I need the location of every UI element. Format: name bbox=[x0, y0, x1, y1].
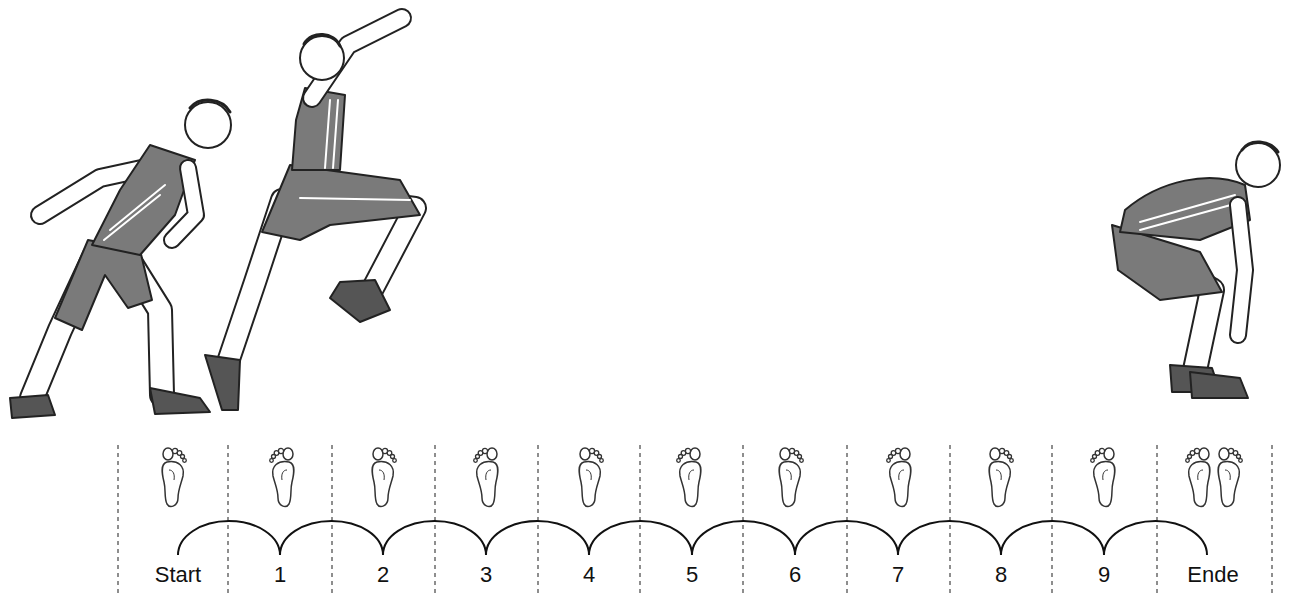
footprint-group bbox=[1186, 448, 1210, 506]
jump-arc bbox=[795, 521, 898, 555]
footprint-group bbox=[677, 448, 701, 506]
shoe bbox=[205, 355, 240, 410]
hair bbox=[304, 34, 340, 46]
jump-arc bbox=[1001, 521, 1104, 555]
hair bbox=[1242, 142, 1278, 152]
step-label: Ende bbox=[1187, 562, 1238, 588]
footprint bbox=[474, 448, 498, 506]
divider-line bbox=[331, 445, 332, 595]
shoe bbox=[150, 388, 210, 414]
footprint-group bbox=[887, 448, 911, 506]
footprint-group bbox=[474, 448, 498, 506]
arm bbox=[172, 168, 196, 240]
head bbox=[185, 102, 231, 148]
step-label: 4 bbox=[583, 562, 595, 588]
step-label: 5 bbox=[686, 562, 698, 588]
torso bbox=[92, 145, 195, 255]
footprint-group bbox=[270, 448, 294, 506]
footprint bbox=[372, 448, 396, 506]
jump-arcs bbox=[178, 521, 1207, 555]
athlete-landing bbox=[1112, 142, 1280, 398]
step-label: 3 bbox=[480, 562, 492, 588]
jump-arc bbox=[178, 521, 280, 555]
footprint bbox=[779, 448, 803, 506]
divider-line bbox=[1051, 445, 1052, 595]
stripes bbox=[1140, 195, 1238, 230]
footprints bbox=[162, 448, 1242, 506]
shoe bbox=[10, 395, 55, 418]
arm-outline bbox=[172, 168, 196, 240]
step-label: 7 bbox=[892, 562, 904, 588]
step-label: 9 bbox=[1098, 562, 1110, 588]
shoe bbox=[1190, 372, 1248, 398]
athlete-start bbox=[10, 100, 231, 418]
divider-lines bbox=[118, 445, 1272, 595]
jump-arc bbox=[280, 521, 383, 555]
footprint bbox=[1186, 448, 1210, 506]
divider-line bbox=[949, 445, 950, 595]
step-label: 2 bbox=[377, 562, 389, 588]
jump-arc bbox=[383, 521, 486, 555]
jump-arc bbox=[898, 521, 1001, 555]
jump-arc bbox=[692, 521, 795, 555]
step-label: Start bbox=[155, 562, 201, 588]
jump-arc bbox=[1104, 521, 1207, 555]
arm bbox=[1238, 205, 1245, 335]
divider-line bbox=[1271, 445, 1272, 595]
stripes bbox=[104, 185, 165, 240]
footprint-group bbox=[1091, 448, 1115, 506]
hair bbox=[190, 100, 230, 112]
divider-line bbox=[742, 445, 743, 595]
jump-arc bbox=[589, 521, 692, 555]
arm-outline bbox=[1238, 205, 1245, 335]
footprint bbox=[270, 448, 294, 506]
divider-line bbox=[434, 445, 435, 595]
footprint bbox=[579, 448, 603, 506]
divider-line bbox=[537, 445, 538, 595]
step-label: 8 bbox=[995, 562, 1007, 588]
stripes bbox=[300, 100, 410, 200]
divider-line bbox=[117, 445, 118, 595]
footprint bbox=[677, 448, 701, 506]
footprint bbox=[989, 448, 1013, 506]
divider-line bbox=[639, 445, 640, 595]
footprint bbox=[1218, 448, 1242, 506]
divider-line bbox=[1156, 445, 1157, 595]
shorts bbox=[262, 165, 420, 240]
footprint bbox=[162, 448, 186, 506]
divider-line bbox=[227, 445, 228, 595]
shoe bbox=[330, 280, 390, 322]
footprint bbox=[887, 448, 911, 506]
step-label: 1 bbox=[274, 562, 286, 588]
footprint bbox=[1091, 448, 1115, 506]
divider-line bbox=[846, 445, 847, 595]
jump-arc bbox=[486, 521, 589, 555]
athlete-jumping bbox=[205, 18, 420, 410]
step-label: 6 bbox=[789, 562, 801, 588]
